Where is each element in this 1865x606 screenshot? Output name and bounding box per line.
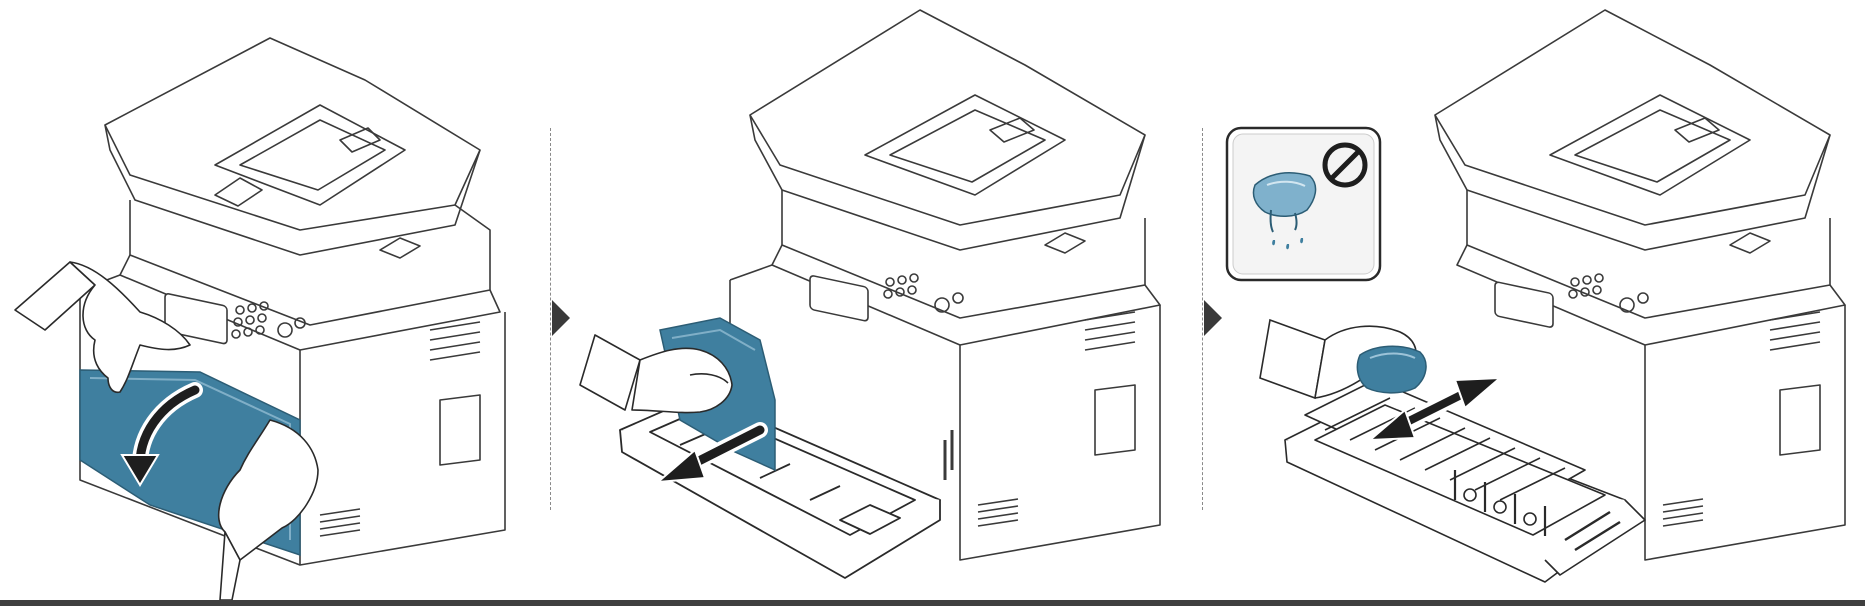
printer-body: [729, 9, 1161, 561]
double-arrow-icon: [1367, 376, 1503, 442]
hands: [14, 261, 319, 600]
printer-body: [79, 37, 506, 566]
printer-body: [1434, 9, 1846, 561]
step-3-illustration: [1225, 9, 1846, 583]
step-2-pull-out-component: [560, 0, 1190, 600]
arrow-icon: [655, 422, 768, 484]
caution-box: [1225, 126, 1382, 282]
no-wet-cloth-icon: [1252, 172, 1317, 250]
step-divider: [550, 128, 551, 510]
prohibited-icon: [1322, 142, 1368, 188]
chevron-right-icon: [1204, 300, 1222, 336]
step-1-open-front-cover: [0, 0, 545, 600]
step-1-illustration: [14, 37, 506, 600]
hand-with-cloth: [1259, 318, 1427, 400]
open-tray: [619, 394, 941, 579]
step-3-wipe-with-cloth: [1215, 0, 1865, 600]
chevron-right-icon: [552, 300, 570, 336]
curved-arrow-icon: [120, 382, 203, 487]
step-divider: [1202, 128, 1203, 510]
bottom-rule: [0, 600, 1865, 606]
open-tray-with-units: [1284, 379, 1646, 583]
step-2-illustration: [579, 9, 1161, 579]
hand: [579, 334, 733, 414]
